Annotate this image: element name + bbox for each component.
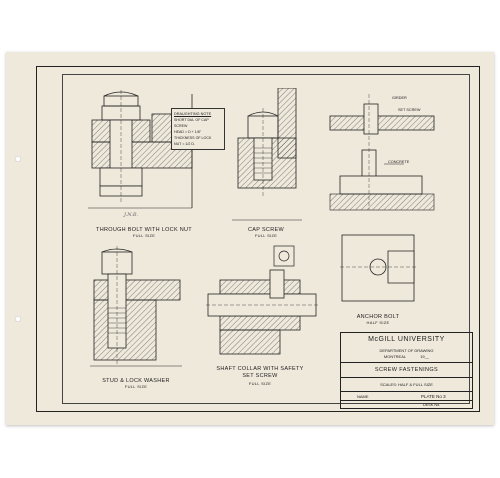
name-label: NAME	[357, 394, 369, 399]
set-screw-label: SET SCREW	[398, 108, 421, 112]
plate-number: PLATE No 3	[421, 394, 446, 399]
title-block-divider	[341, 362, 472, 363]
desk-label: DESK No.	[423, 403, 441, 407]
girder-label: GIRDER	[392, 96, 407, 100]
stud-caption: STUD & LOCK WASHER FULL SIZE	[86, 378, 186, 389]
anchor-bolt-title: ANCHOR BOLT	[356, 314, 400, 320]
city-date-row: MONTREAL 19__	[341, 354, 472, 359]
scales: SCALES: HALF & FULL SIZE	[380, 382, 433, 387]
date-field: 19__	[420, 354, 430, 359]
anchor-bolt-caption: ANCHOR BOLT HALF SIZE	[340, 314, 416, 325]
shaft-collar-scale: FULL SIZE	[248, 381, 272, 386]
note-line: NUT = 1/2 D.	[174, 142, 196, 146]
cap-screw-drawing	[232, 88, 302, 221]
concrete-label: CONCRETE	[388, 160, 410, 164]
title-block-divider	[341, 391, 472, 392]
drawing-border	[36, 66, 480, 412]
through-bolt-drawing	[88, 90, 193, 209]
anchor-bolt-scale: HALF SIZE	[366, 320, 390, 325]
cap-screw-title: CAP SCREW	[248, 227, 284, 233]
punch-hole-top	[15, 156, 21, 162]
plate-title: SCREW FASTENINGS	[374, 367, 439, 373]
anchor-bolt-plan	[340, 234, 416, 302]
stud-drawing	[90, 246, 182, 367]
through-bolt-scale: FULL SIZE	[132, 233, 156, 238]
note-line: THICKNESS OF LOCK	[174, 136, 212, 140]
title-block: McGILL UNIVERSITY DEPARTMENT OF DRAWING …	[340, 332, 473, 409]
university-name: McGILL UNIVERSITY	[368, 336, 445, 343]
note-line: HEAD = D + 1/8"	[174, 130, 202, 134]
cap-screw-scale: FULL SIZE	[254, 233, 278, 238]
stud-scale: FULL SIZE	[124, 384, 148, 389]
shaft-collar-drawing	[206, 245, 318, 355]
city: MONTREAL	[383, 354, 406, 359]
stud-title: STUD & LOCK WASHER	[102, 378, 170, 384]
shaft-collar-title: SHAFT COLLAR WITH SAFETY SET SCREW	[216, 366, 304, 379]
draughting-note: DRAUGHTING NOTE SHORT DIA. OF CAP SCREW …	[171, 108, 225, 150]
drawing-border-inner	[62, 74, 470, 404]
cap-screw-caption: CAP SCREW FULL SIZE	[226, 227, 306, 238]
title-block-divider	[341, 400, 472, 401]
punch-hole-bottom	[15, 316, 21, 322]
shaft-collar-caption: SHAFT COLLAR WITH SAFETY SET SCREW FULL …	[212, 366, 308, 387]
note-line: SHORT DIA. OF CAP SCREW	[174, 118, 209, 128]
department-name: DEPARTMENT OF DRAWING	[379, 348, 434, 353]
signature: J.N.B.	[124, 212, 139, 218]
through-bolt-title: THROUGH BOLT WITH LOCK NUT	[96, 227, 192, 233]
through-bolt-caption: THROUGH BOLT WITH LOCK NUT FULL SIZE	[84, 227, 204, 238]
anchor-bolt-drawing	[329, 94, 435, 211]
draughting-note-title: DRAUGHTING NOTE	[174, 112, 212, 116]
title-block-divider	[341, 377, 472, 378]
